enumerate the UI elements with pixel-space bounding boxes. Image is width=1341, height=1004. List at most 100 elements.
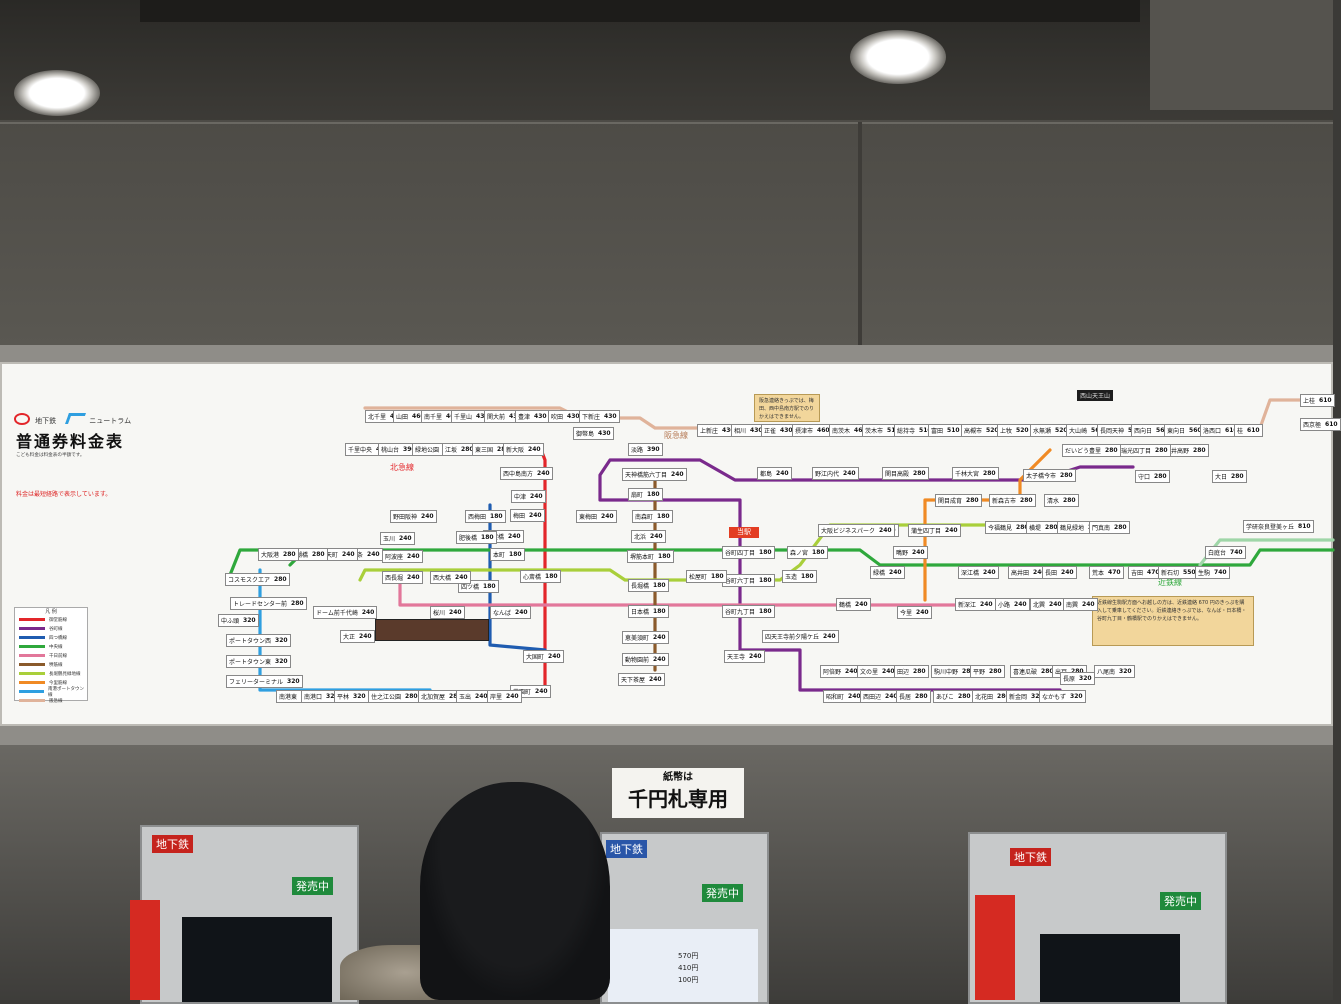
station-fare: 280 <box>1058 472 1075 479</box>
station-fare: 240 <box>1031 569 1048 576</box>
station-name: 北花田 <box>975 694 994 701</box>
station-name: あびこ <box>936 694 955 701</box>
label-kintetsu: 近鉄線 <box>1158 578 1182 587</box>
station-fare: 390 <box>645 446 662 453</box>
station-fare: 240 <box>1059 569 1076 576</box>
station-fare: 280 <box>272 576 289 583</box>
machine-left-screen[interactable] <box>182 917 332 1002</box>
station-fare: 240 <box>846 693 863 700</box>
legend-line-name: 谷町線 <box>49 626 63 632</box>
ticket-machine-left[interactable]: 地下鉄 発売中 <box>140 825 359 1004</box>
station-name: 瑞光四丁目 <box>1121 448 1152 455</box>
station-name: 荒本 <box>1092 570 1105 577</box>
station-name: 本町 <box>493 552 506 559</box>
station-fare: 610 <box>1317 397 1334 404</box>
machine-left-status[interactable]: 発売中 <box>292 877 333 895</box>
station-name: 八尾南 <box>1097 669 1116 676</box>
station-name: 鴫野 <box>896 550 909 557</box>
station-fare: 180 <box>799 573 816 580</box>
station-name: 野江内代 <box>815 471 840 478</box>
ticket-machine-center[interactable]: 地下鉄 発売中 570円 410円 100円 <box>600 832 769 1004</box>
label-hankyu: 阪急線 <box>664 431 688 440</box>
station-name: 総持寺 <box>897 428 916 435</box>
station-name: 南茨木 <box>832 428 851 435</box>
station-name: 学研奈良登美ヶ丘 <box>1246 524 1295 531</box>
station-fare: 240 <box>877 527 894 534</box>
station-name: 動物園前 <box>625 657 650 664</box>
screen-row-2[interactable]: 410円 <box>678 964 699 972</box>
station-name: 扇町 <box>631 492 644 499</box>
station-name: 千里山 <box>454 414 473 421</box>
station-fare: 280 <box>403 693 420 700</box>
station-fare: 240 <box>651 634 668 641</box>
station-fare: 240 <box>648 533 665 540</box>
station-fare: 430 <box>596 430 613 437</box>
station-name: 緑橋 <box>873 570 886 577</box>
station-fare: 740 <box>1212 569 1229 576</box>
station-name: なかもず <box>1042 694 1067 701</box>
station-name: 上新庄 <box>700 428 719 435</box>
station-fare: 240 <box>981 569 998 576</box>
station-name: 恵美須町 <box>625 635 650 642</box>
station-name: 南港口 <box>304 694 323 701</box>
station-name: 守口 <box>1138 474 1151 481</box>
machine-center-screen[interactable]: 570円 410円 100円 <box>608 929 758 1002</box>
station-name: 南巽 <box>1066 602 1079 609</box>
station-name: 谷町六丁目 <box>725 578 756 585</box>
legend-rows: 御堂筋線谷町線四つ橋線中央線千日前線堺筋線長堀鶴見緑地線今里筋線南港ポートタウン… <box>15 615 87 705</box>
legend-row: 堺筋線 <box>15 660 87 669</box>
station-name: 江坂 <box>445 447 458 454</box>
machine-right-status[interactable]: 発売中 <box>1160 892 1201 910</box>
machine-right-screen[interactable] <box>1040 934 1180 1002</box>
legend-row: 長堀鶴見緑地線 <box>15 669 87 678</box>
ceiling-panel <box>0 120 1333 350</box>
station-fare: 520 <box>1014 427 1031 434</box>
station-name: 森ノ宮 <box>790 550 809 557</box>
station-name: 新森古市 <box>992 498 1017 505</box>
station-name: 千里中央 <box>348 447 373 454</box>
screen-row-1[interactable]: 570円 <box>678 952 699 960</box>
station-fare: 180 <box>645 491 662 498</box>
station-name: 白庭台 <box>1208 550 1227 557</box>
station-name: 桃山台 <box>381 447 400 454</box>
station-name: 北巽 <box>1033 602 1046 609</box>
station-fare: 240 <box>533 688 550 695</box>
legend-swatch <box>19 672 45 675</box>
legend-row: 中央線 <box>15 642 87 651</box>
station-name: 長岡天神 <box>1100 428 1125 435</box>
station-name: 茨木市 <box>865 428 884 435</box>
station-name: 関大前 <box>487 414 506 421</box>
page-title: 普通券料金表 <box>16 432 125 451</box>
station-name: コスモスクエア <box>228 577 271 584</box>
machine-center-status[interactable]: 発売中 <box>702 884 743 902</box>
station-name: 高井田 <box>1011 570 1030 577</box>
station-fare: 430 <box>748 427 765 434</box>
station-name: 千林大宮 <box>955 471 980 478</box>
screen-row-3[interactable]: 100円 <box>678 976 699 984</box>
station-name: 南千里 <box>424 414 443 421</box>
station-name: 住之江公園 <box>371 694 402 701</box>
station-fare: 240 <box>535 470 552 477</box>
